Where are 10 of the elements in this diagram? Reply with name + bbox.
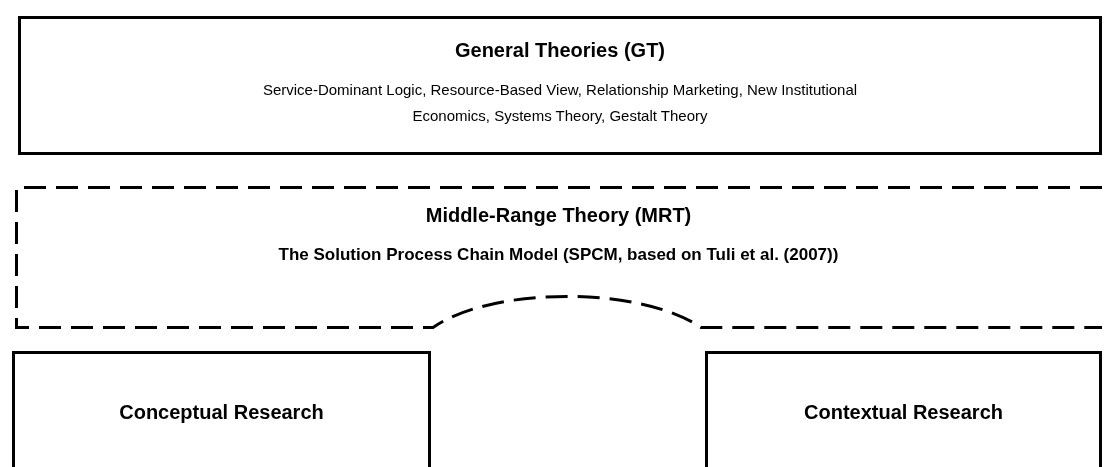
box-heading: Conceptual Research xyxy=(119,401,324,424)
theory-box xyxy=(18,16,1102,155)
box-heading: Middle-Range Theory (MRT) xyxy=(425,204,692,227)
box-description: Service-Dominant Logic, Resource-Based View, Relationship Marketing, New Institutional Economics, Systems Theory, Gestalt Theory xyxy=(261,80,859,126)
research-box xyxy=(705,351,1102,467)
box-description: The Solution Process Chain Model (SPCM, based on Tuli et al. (2007)) xyxy=(277,244,840,266)
box-heading: Contextual Research xyxy=(804,401,1003,424)
box-heading: General Theories (GT) xyxy=(454,39,666,62)
research-box xyxy=(12,351,431,467)
theory-box xyxy=(15,186,1102,329)
